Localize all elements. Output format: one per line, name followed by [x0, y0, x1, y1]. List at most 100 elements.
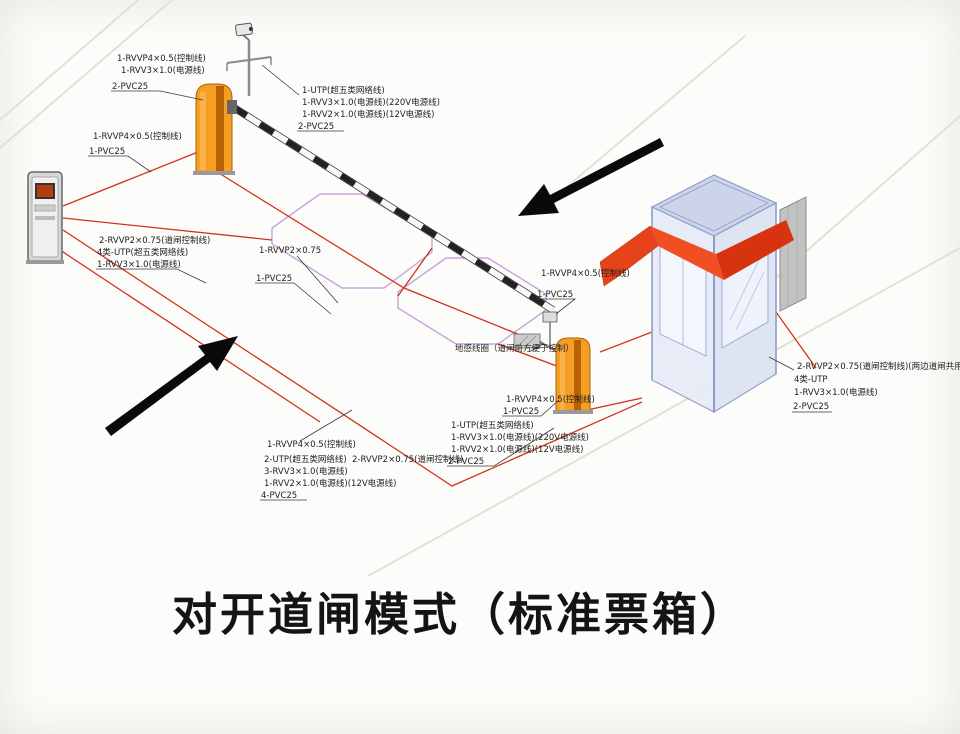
camera-pole — [226, 22, 272, 96]
leader-loop1-b — [296, 255, 339, 304]
road-line — [0, 0, 139, 121]
barrier-cabinet-stripe — [574, 340, 581, 412]
awning-ribbon — [599, 220, 794, 287]
cable-label: 1-RVV3×1.0(电源线)(220V电源线) — [451, 432, 589, 443]
cable-booth-to-barrier2 — [599, 331, 653, 353]
road-line — [555, 35, 746, 197]
cable-label: 1-PVC25 — [503, 407, 539, 417]
cable-label: 1-RVV2×1.0(电源线)(12V电源线) — [302, 109, 435, 120]
cable-label: 2-UTP(超五类网络线) — [264, 454, 347, 465]
barrier-arm-bracket — [227, 100, 237, 114]
cable-loop1-to-loop2 — [397, 247, 433, 297]
detector-hatch — [517, 335, 529, 347]
arrow-outbound — [105, 336, 238, 436]
barrier-cabinet-stripe — [216, 86, 224, 172]
leader-barrier-right — [502, 399, 560, 417]
cable-label: 4类-UTP(超五类网络线) — [97, 247, 188, 258]
leader-booth-cables — [768, 356, 795, 371]
cable-label: 2-PVC25 — [298, 122, 334, 132]
traffic-arrows — [105, 138, 664, 436]
cable-label: 4类-UTP — [794, 374, 828, 385]
detector-link — [539, 340, 557, 353]
awning-front-band — [650, 226, 724, 280]
camera-mount — [242, 34, 250, 41]
camera-pole-crossbar — [226, 56, 272, 64]
ground-loop-2 — [397, 257, 547, 345]
camera-head — [235, 22, 253, 37]
ticket-box-base — [26, 260, 64, 264]
awning-right-band — [716, 220, 794, 280]
cable-barrier1-to-barrier2 — [213, 169, 563, 353]
cable-label: 1-PVC25 — [89, 147, 125, 157]
cable-label: 1-RVVP4×0.5(控制线) — [541, 268, 630, 279]
booth-roof-inset — [659, 179, 769, 232]
ticket-slot — [34, 204, 56, 212]
card-reader-head — [542, 311, 558, 323]
leader-barrier-right-power — [447, 427, 555, 467]
window-glint — [735, 271, 765, 331]
side-panel — [779, 196, 807, 312]
barrier-base-left — [193, 171, 235, 175]
ticket-button-row — [35, 216, 55, 220]
leader-barrier-left — [111, 90, 204, 101]
cable-label: 1-RVV3×1.0(电源线)(220V电源线) — [302, 97, 440, 108]
leader-arm-end — [536, 298, 577, 315]
cable-labels: 1-RVVP4×0.5(控制线) 1-RVV3×1.0(电源线) 2-PVC25… — [89, 53, 960, 501]
cable-label: 1-RVVP4×0.5(控制线) — [93, 131, 182, 142]
window-glint — [729, 257, 761, 321]
cable-label: 1-RVV2×1.0(电源线)(12V电源线) — [264, 478, 397, 489]
side-panel-face — [779, 196, 807, 312]
cable-booth-right — [775, 311, 817, 369]
road-line — [367, 247, 960, 577]
detector-hatch — [525, 335, 537, 347]
camera-lens-icon — [248, 27, 253, 32]
cable-ticketbox-to-barrier1 — [62, 151, 199, 207]
cable-label: 2-PVC25 — [448, 457, 484, 467]
cable-label: 2-RVVP2×0.75(道闸控制线) — [99, 235, 210, 246]
barrier-gate-left — [193, 83, 556, 314]
cable-trunk-to-booth — [62, 229, 643, 487]
cable-label: 1-PVC25 — [537, 290, 573, 300]
barrier-cabinet-highlight — [200, 92, 206, 170]
road-line — [0, 0, 173, 149]
leader-bottom-trunk — [299, 409, 353, 442]
cable-label: 1-UTP(超五类网络线) — [451, 420, 534, 431]
cable-label: 1-RVV3×1.0(电源线) — [97, 259, 181, 270]
cable-ticketbox-to-loop1 — [62, 217, 273, 241]
cable-label: 3-RVV3×1.0(电源线) — [264, 466, 348, 477]
leader-ground-loop — [528, 343, 544, 353]
cable-label: 4-PVC25 — [261, 491, 297, 501]
cable-label: 1-RVV3×1.0(电源线) — [794, 387, 878, 398]
ground-loop-note: 地感线圈（道闸前方便于控制） — [455, 343, 574, 354]
leader-left-trunk — [96, 268, 207, 284]
cable-label: 2-RVVP2×0.75(道闸控制线)(两边道闸共用线) — [797, 361, 960, 372]
cable-trunk-branch — [59, 249, 321, 423]
cable-label: 1-PVC25 — [256, 274, 292, 284]
barrier-gate-right — [513, 311, 593, 414]
guard-booth — [599, 174, 794, 414]
cable-label: 1-RVVP4×0.5(控制线) — [506, 394, 595, 405]
cable-label: 1-UTP(超五类网络线) — [302, 85, 385, 96]
cable-runs — [59, 151, 817, 487]
cable-label: 1-RVVP2×0.75 — [259, 246, 321, 256]
cable-label: 1-RVV2×1.0(电源线)(12V电源线) — [451, 444, 584, 455]
diagram-title: 对开道闸模式（标准票箱） — [172, 588, 748, 641]
leader-loop1 — [255, 282, 332, 315]
ticket-box-screen — [37, 185, 53, 197]
cable-label: 1-RVVP4×0.5(控制线) — [267, 439, 356, 450]
arrow-inbound — [518, 138, 664, 216]
ticket-box — [26, 171, 64, 264]
cable-label: 2-PVC25 — [793, 402, 829, 412]
barrier-base-right — [553, 410, 593, 414]
cable-label: 2-PVC25 — [112, 82, 148, 92]
cable-label: 1-RVVP4×0.5(控制线) — [117, 53, 206, 64]
ground-loop-1 — [271, 193, 433, 289]
leader-lines — [88, 64, 832, 501]
barrier-arm-white — [231, 104, 555, 313]
cable-loop2-to-barrier2 — [497, 343, 563, 369]
leader-camera — [261, 64, 300, 96]
barrier-cabinet-highlight — [560, 344, 565, 410]
cable-label: 1-RVV3×1.0(电源线) — [121, 65, 205, 76]
